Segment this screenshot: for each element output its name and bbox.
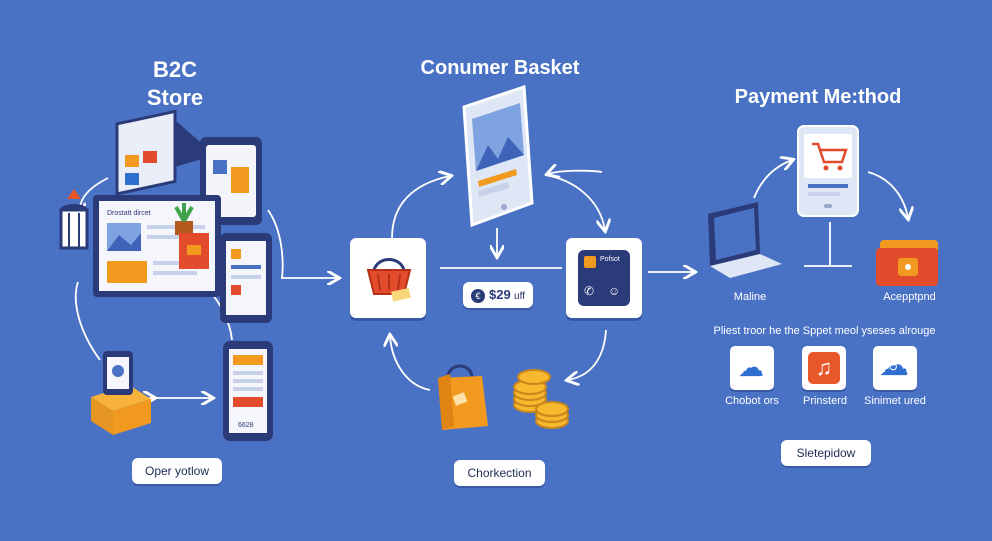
phone-call-icon: ✆ [584, 284, 595, 298]
payment-option-1-label: Chobot ors [725, 395, 779, 407]
payment-option-3-label: Sinimet ured [864, 395, 926, 407]
product-tablet-icon [462, 84, 534, 228]
consumer-basket-title: Conumer Basket [420, 57, 580, 79]
person-icon [584, 256, 596, 268]
music-note-icon: ♫ [808, 352, 840, 384]
shopping-bag-icon [438, 364, 488, 430]
contact-screen: Pofsot ✆ ☺ [578, 250, 630, 306]
payment-description: Pliest troor he the Sppet meol yseses al… [713, 325, 936, 337]
store-screen-heading: Drostatt dircet [107, 210, 151, 217]
payment-option-2[interactable]: ♫ [802, 346, 846, 390]
laptop-caption: Maline [733, 291, 767, 303]
wallet-caption: Acepptpnd [883, 291, 936, 303]
contact-label: Pofsot [600, 256, 620, 263]
open-flow-button[interactable]: Oper yotlow [132, 458, 222, 484]
price-suffix: uff [514, 291, 525, 302]
shopping-basket-icon [366, 258, 412, 302]
payment-option-2-label: Prinsterd [802, 395, 848, 407]
wallet-icon [876, 240, 938, 286]
coin-stack-icon [513, 369, 569, 429]
payment-method-title: Payment Me:thod [734, 86, 902, 108]
b2c-title-line1: B2C [152, 57, 197, 82]
price-tag: € $29 uff [463, 282, 533, 308]
b2c-title-line2: Store [146, 85, 204, 110]
basket-bin-icon [59, 189, 89, 250]
checkout-button[interactable]: Chorkection [454, 460, 545, 486]
payment-option-1[interactable]: ☁ [730, 346, 774, 390]
payment-tablet-icon [797, 125, 859, 217]
b2c-store-title: B2C Store [120, 56, 230, 112]
laptop-icon [708, 202, 782, 278]
shopping-basket-card[interactable] [350, 238, 426, 318]
store-phone-code: 6628 [238, 422, 254, 429]
cloud-sync-icon: ☁ [879, 349, 909, 382]
contact-phone-card[interactable]: Pofsot ✆ ☺ [566, 238, 642, 318]
payment-option-3[interactable]: ☁ ↻ [873, 346, 917, 390]
euro-coin-icon: € [471, 288, 485, 303]
b2c-store-illustration: Drostatt dircet [59, 109, 273, 441]
select-window-button[interactable]: Sletepidow [781, 440, 871, 466]
price-value: $29 [489, 287, 511, 302]
cloud-weather-icon: ☁ [738, 352, 764, 382]
people-icon: ☺ [608, 284, 621, 298]
sync-arrow-icon: ↻ [888, 360, 899, 374]
